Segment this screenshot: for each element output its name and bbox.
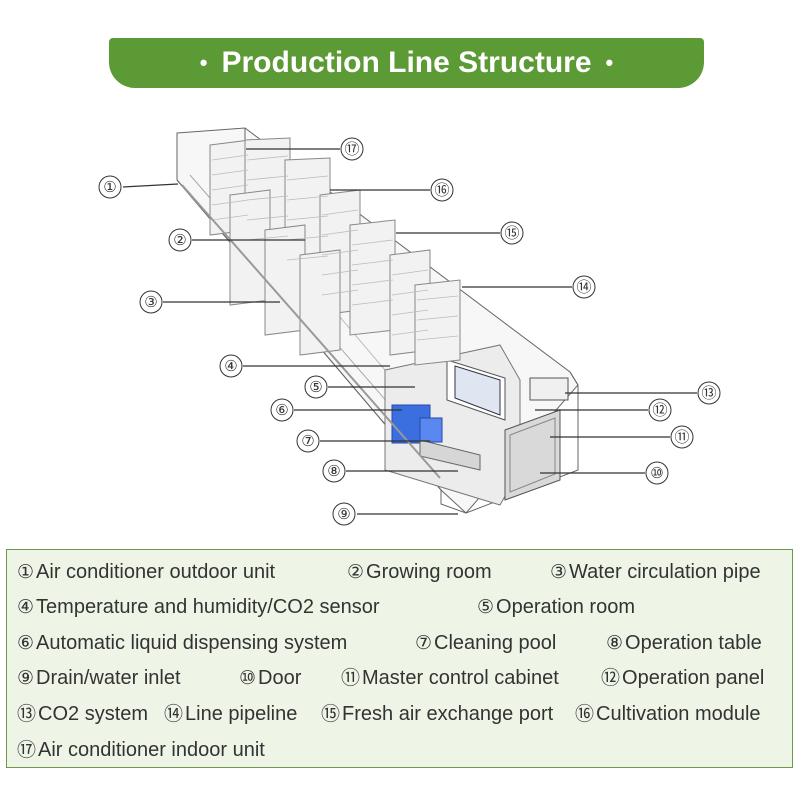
svg-text:⑤: ⑤ bbox=[309, 378, 322, 396]
callout-12: ⑫ bbox=[648, 398, 672, 422]
title-bullet-right: • bbox=[605, 50, 614, 75]
callout-17: ⑰ bbox=[340, 137, 364, 161]
callout-3: ③ bbox=[139, 290, 163, 314]
callout-7: ⑦ bbox=[296, 429, 320, 453]
svg-text:⑯: ⑯ bbox=[434, 181, 449, 199]
svg-text:⑬: ⑬ bbox=[701, 384, 716, 402]
svg-text:④: ④ bbox=[224, 357, 237, 375]
callout-1: ① bbox=[98, 175, 122, 199]
callout-4: ④ bbox=[219, 354, 243, 378]
svg-text:⑩: ⑩ bbox=[650, 464, 663, 482]
leader-lines bbox=[122, 148, 697, 515]
callout-6: ⑥ bbox=[270, 398, 294, 422]
title-bullet-left: • bbox=[199, 50, 208, 75]
svg-text:③: ③ bbox=[144, 293, 157, 311]
callout-2: ② bbox=[168, 228, 192, 252]
callout-11: ⑪ bbox=[670, 425, 694, 449]
svg-text:②: ② bbox=[173, 231, 186, 249]
callout-9: ⑨ bbox=[332, 502, 356, 526]
svg-text:⑧: ⑧ bbox=[327, 462, 340, 480]
svg-text:⑰: ⑰ bbox=[344, 140, 359, 158]
svg-text:⑦: ⑦ bbox=[301, 432, 314, 450]
callout-8: ⑧ bbox=[322, 459, 346, 483]
svg-text:⑪: ⑪ bbox=[674, 428, 689, 446]
title-banner: • Production Line Structure • bbox=[109, 38, 704, 88]
container-illustration bbox=[176, 127, 579, 514]
callout-16: ⑯ bbox=[430, 178, 454, 202]
production-line-diagram: ① ② ③ ④ ⑤ ⑥ ⑦ ⑧ ⑨ ⑩ ⑪ ⑫ ⑬ ⑭ ⑮ ⑯ ⑰ bbox=[98, 127, 721, 526]
svg-text:⑫: ⑫ bbox=[652, 401, 667, 419]
svg-text:⑥: ⑥ bbox=[275, 401, 288, 419]
page-title: Production Line Structure bbox=[221, 46, 592, 79]
callout-5: ⑤ bbox=[304, 375, 328, 399]
svg-text:⑮: ⑮ bbox=[504, 224, 519, 242]
svg-text:⑨: ⑨ bbox=[337, 505, 350, 523]
callouts: ① ② ③ ④ ⑤ ⑥ ⑦ ⑧ ⑨ ⑩ ⑪ ⑫ ⑬ ⑭ ⑮ ⑯ ⑰ bbox=[98, 137, 721, 526]
svg-text:⑭: ⑭ bbox=[576, 278, 591, 296]
callout-13: ⑬ bbox=[697, 381, 721, 405]
callout-15: ⑮ bbox=[500, 221, 524, 245]
callout-10: ⑩ bbox=[645, 461, 669, 485]
svg-text:①: ① bbox=[103, 178, 116, 196]
callout-14: ⑭ bbox=[572, 275, 596, 299]
